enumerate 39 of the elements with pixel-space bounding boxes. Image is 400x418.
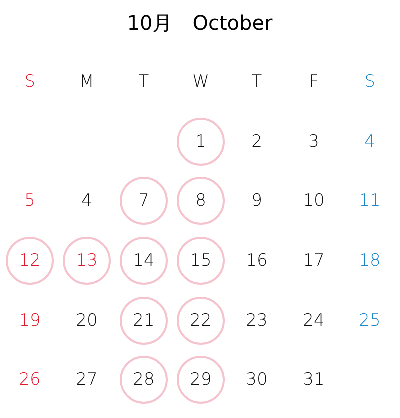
day-number: 24: [302, 311, 326, 331]
circled-day: 1: [177, 118, 225, 166]
day-number: 27: [75, 370, 99, 390]
weekday-label: T: [250, 72, 264, 92]
circled-day: 29: [177, 356, 225, 404]
weekday-label: M: [78, 72, 96, 92]
day-number: 17: [302, 251, 326, 271]
weekday-label: T: [138, 72, 150, 92]
day-number: 16: [245, 251, 269, 271]
circled-day: 21: [120, 297, 168, 345]
circled-day: 7: [120, 177, 168, 225]
weekday-label: S: [364, 72, 376, 92]
day-number: 31: [302, 370, 326, 390]
circled-day: 22: [177, 297, 225, 345]
day-number: 25: [358, 311, 382, 331]
circled-day: 14: [120, 237, 168, 285]
weekday-label: S: [24, 72, 36, 92]
day-number: 2: [250, 132, 264, 152]
day-number: 18: [358, 251, 382, 271]
circled-day: 12: [6, 237, 54, 285]
weekday-label: F: [308, 72, 320, 92]
weekday-label: W: [192, 72, 210, 92]
day-number: 26: [18, 370, 42, 390]
day-number: 30: [245, 370, 269, 390]
circled-day: 8: [177, 177, 225, 225]
day-number: 20: [75, 311, 99, 331]
day-number: 9: [250, 191, 264, 211]
day-number: 4: [80, 191, 94, 211]
circled-day: 15: [177, 237, 225, 285]
circled-day: 13: [63, 237, 111, 285]
day-number: 10: [302, 191, 326, 211]
day-number: 23: [245, 311, 269, 331]
day-number: 3: [308, 132, 320, 152]
day-number: 19: [18, 311, 42, 331]
day-number: 11: [358, 191, 382, 211]
calendar-title: 10月 October: [126, 10, 274, 36]
day-number: 5: [24, 191, 36, 211]
circled-day: 28: [120, 356, 168, 404]
day-number: 4: [364, 132, 376, 152]
